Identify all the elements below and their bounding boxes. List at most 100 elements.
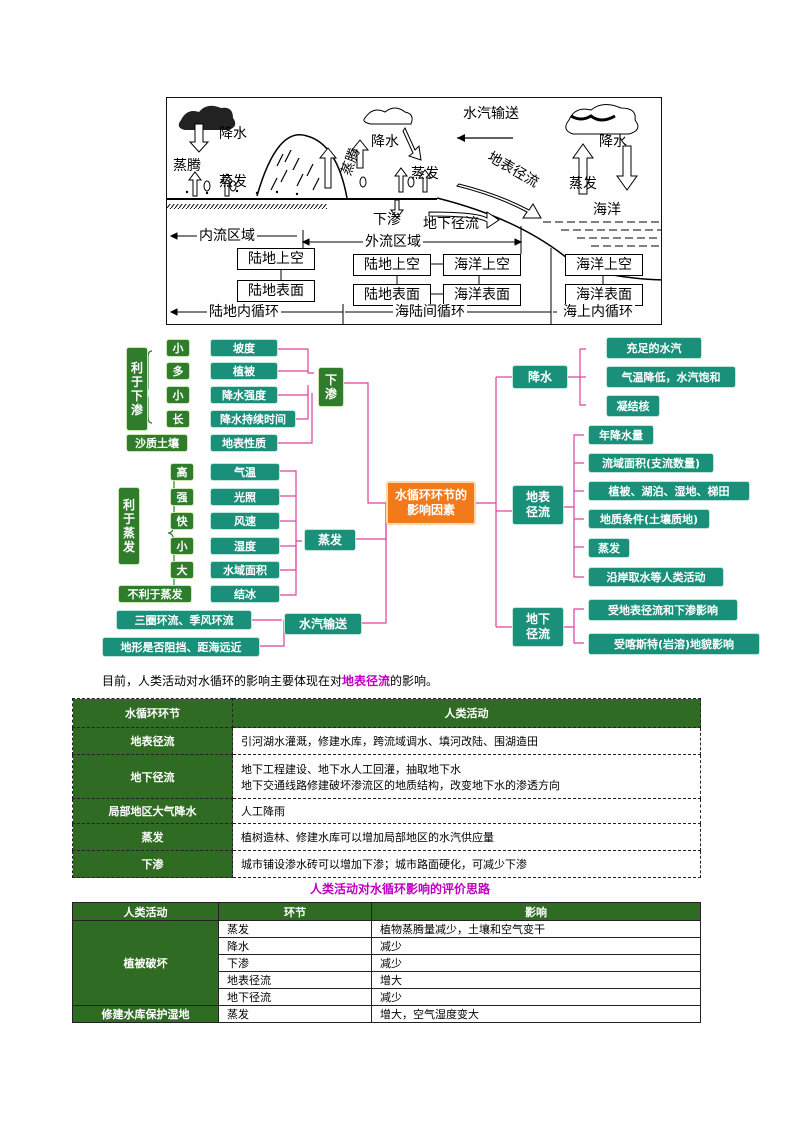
label-dixia-jingliu: 地下径流 [423, 216, 479, 232]
node-shuiqi-shusong: 水汽输送 [284, 613, 362, 635]
table2-effect: 减少 [371, 937, 701, 955]
dixia-item-dibiao-xiashen: 受地表径流和下渗影响 [588, 599, 738, 621]
node-center: 水循环环节的影响因素 [386, 481, 476, 525]
label-neiliu-quyu: 内流区域 [197, 228, 257, 244]
zhengfa-extra-item: 结冰 [210, 585, 280, 603]
label-zhengfa-mid: 蒸发 [411, 166, 439, 182]
table1-value: 城市铺设渗水砖可以增加下渗；城市路面硬化，可减少下渗 [232, 850, 701, 878]
zhengfa-qual-4: 小 [170, 537, 194, 555]
table2-group-shuiku: 修建水库保护湿地 [72, 1005, 219, 1023]
jiangshui-item-shuiqi: 充足的水汽 [606, 337, 702, 359]
intro-sentence: 目前，人类活动对水循环的影响主要体现在对地表径流的影响。 [102, 672, 438, 689]
group-lishu-xiashen: 利于下渗 [126, 347, 148, 431]
group-lishu-zhengfa: 利于蒸发 [118, 487, 140, 565]
table-row: 降水 减少 [73, 937, 701, 955]
table2-link: 蒸发 [218, 1005, 372, 1023]
zhengfa-item-fengsu: 风速 [210, 512, 280, 530]
table-row: 植被破坏 蒸发 植物蒸腾量减少，土壤和空气变干 [72, 920, 701, 1006]
zhengfa-qual-3: 快 [170, 512, 194, 530]
xiashen-qual-3: 小 [166, 386, 190, 404]
shuiqi-item-huanliu: 三圈环流、季风环流 [116, 610, 252, 630]
table1-key: 蒸发 [72, 823, 233, 851]
dibiao-item-renlei: 沿岸取水等人类活动 [588, 567, 724, 587]
intro-after: 的影响。 [390, 674, 439, 688]
table1-key: 下渗 [72, 850, 233, 878]
box-ludi-shangkong-1: 陆地上空 [237, 248, 315, 270]
table-row: 地下径流 地下工程建设、地下水人工回灌，抽取地下水地下交通线路修建破坏渗流区的地… [72, 754, 701, 799]
dibiao-item-zhibei-hupo: 植被、湖泊、湿地、梯田 [588, 481, 750, 501]
xiashen-extra-qual: 沙质土壤 [126, 434, 188, 452]
box-haiyang-biaomian-2: 海洋表面 [565, 284, 643, 306]
dibiao-item-zhengfa: 蒸发 [588, 538, 630, 558]
table2-header-row: 人类活动 环节 影响 [72, 902, 701, 921]
label-haiyang: 海洋 [593, 202, 621, 218]
label-ludi-neixunhuan: 陆地内循环 [207, 304, 281, 320]
xiashen-item-zhibei: 植被 [210, 362, 278, 380]
table2-link: 蒸发 [218, 920, 372, 938]
table2-header-huanjie: 环节 [218, 902, 372, 921]
intro-before: 目前，人类活动对水循环的影响主要体现在对 [102, 674, 343, 688]
node-zhengfa: 蒸发 [304, 529, 356, 551]
table-row: 修建水库保护湿地 蒸发 增大，空气湿度变大 [72, 1005, 701, 1023]
table2-link: 地表径流 [218, 971, 372, 989]
jiangshui-item-qiwen: 气温降低，水汽饱和 [606, 366, 736, 388]
mountain-left [256, 134, 348, 199]
box-haiyang-shangkong-1: 海洋上空 [443, 254, 521, 276]
evaluation-title: 人类活动对水循环影响的评价思路 [309, 882, 490, 896]
node-xiashen: 下渗 [318, 367, 344, 407]
box-ludi-shangkong-2: 陆地上空 [353, 254, 431, 276]
table1-header-huodong: 人类活动 [232, 698, 701, 728]
node-dixia-jingliu: 地下径流 [512, 607, 564, 647]
table2-link: 下渗 [218, 954, 372, 972]
table2-effect: 增大 [371, 971, 701, 989]
table-row: 局部地区大气降水 人工降雨 [72, 798, 701, 824]
box-ludi-biaomian-2: 陆地表面 [353, 284, 431, 306]
dibiao-item-liuyu-mianji: 流域面积(支流数量) [588, 453, 714, 473]
zhengfa-item-qiwen: 气温 [210, 463, 280, 481]
label-zhengfa-right: 蒸发 [569, 176, 597, 192]
node-dibiao-jingliu: 地表径流 [512, 485, 564, 525]
xiashen-item-jiangshui-qiangdu: 降水强度 [210, 386, 278, 404]
xiashen-qual-2: 多 [166, 362, 190, 380]
table1-value: 引河湖水灌溉，修建水库，跨流域调水、填河改陆、围湖造田 [232, 727, 701, 755]
table2-link: 地下径流 [218, 988, 372, 1006]
human-activity-table: 水循环环节 人类活动 地表径流 引河湖水灌溉，修建水库，跨流域调水、填河改陆、围… [72, 698, 701, 878]
intro-highlight: 地表径流 [342, 674, 391, 688]
table2-group-zhibei-pohuai: 植被破坏 [72, 920, 219, 1006]
label-jiangshui-left: 降水 [219, 126, 247, 142]
box-ludi-biaomian-1: 陆地表面 [237, 280, 315, 302]
cloud-mid [363, 107, 413, 125]
box-haiyang-shangkong-2: 海洋上空 [565, 254, 643, 276]
label-haishang-neixunhuan: 海上内循环 [561, 304, 635, 320]
table1-key: 地表径流 [72, 727, 233, 755]
box-haiyang-biaomian-1: 海洋表面 [443, 284, 521, 306]
table-row: 蒸发 植树造林、修建水库可以增加局部地区的水汽供应量 [72, 823, 701, 851]
zhengfa-item-shuiyu-mianji: 水域面积 [210, 561, 280, 579]
node-jiangshui: 降水 [512, 365, 568, 389]
table1-key: 局部地区大气降水 [72, 798, 233, 824]
table2-effect: 植物蒸腾量减少，土壤和空气变干 [371, 920, 701, 938]
table1-header-row: 水循环环节 人类活动 [72, 698, 701, 728]
water-cycle-drawing [167, 104, 661, 324]
label-jiangshui-right: 降水 [599, 134, 627, 150]
label-shuiqi-shusong: 水汽输送 [463, 106, 519, 122]
xiashen-item-podu: 坡度 [210, 339, 278, 357]
label-hailu-jian-xunhuan: 海陆间循环 [393, 304, 467, 320]
label-xiashen: 下渗 [373, 212, 401, 228]
table1-key: 地下径流 [72, 754, 233, 799]
table1-value-line: 地下工程建设、地下水人工回灌，抽取地下水 [241, 762, 461, 776]
zhengfa-item-shidu: 湿度 [210, 537, 280, 555]
table-row: 地表径流 引河湖水灌溉，修建水库，跨流域调水、填河改陆、围湖造田 [72, 727, 701, 755]
table2-link: 降水 [218, 937, 372, 955]
zhengfa-qual-2: 强 [170, 488, 194, 506]
evaluation-table: 人类活动 环节 影响 植被破坏 蒸发 植物蒸腾量减少，土壤和空气变干 降水 减少… [72, 902, 701, 1023]
label-zhengfa-left: 蒸发 [219, 174, 247, 190]
zhengfa-extra-qual: 不利于蒸发 [118, 585, 192, 603]
xiashen-item-jiangshui-chixu: 降水持续时间 [210, 410, 296, 428]
jiangshui-item-ningjiehe: 凝结核 [606, 395, 660, 417]
label-wailiu-quyu: 外流区域 [363, 234, 423, 250]
cloud-left [178, 105, 236, 130]
table-row: 下渗 城市铺设渗水砖可以增加下渗；城市路面硬化，可减少下渗 [72, 850, 701, 878]
dibiao-item-nianjiangshui: 年降水量 [588, 425, 654, 445]
zhengfa-qual-1: 高 [170, 463, 194, 481]
